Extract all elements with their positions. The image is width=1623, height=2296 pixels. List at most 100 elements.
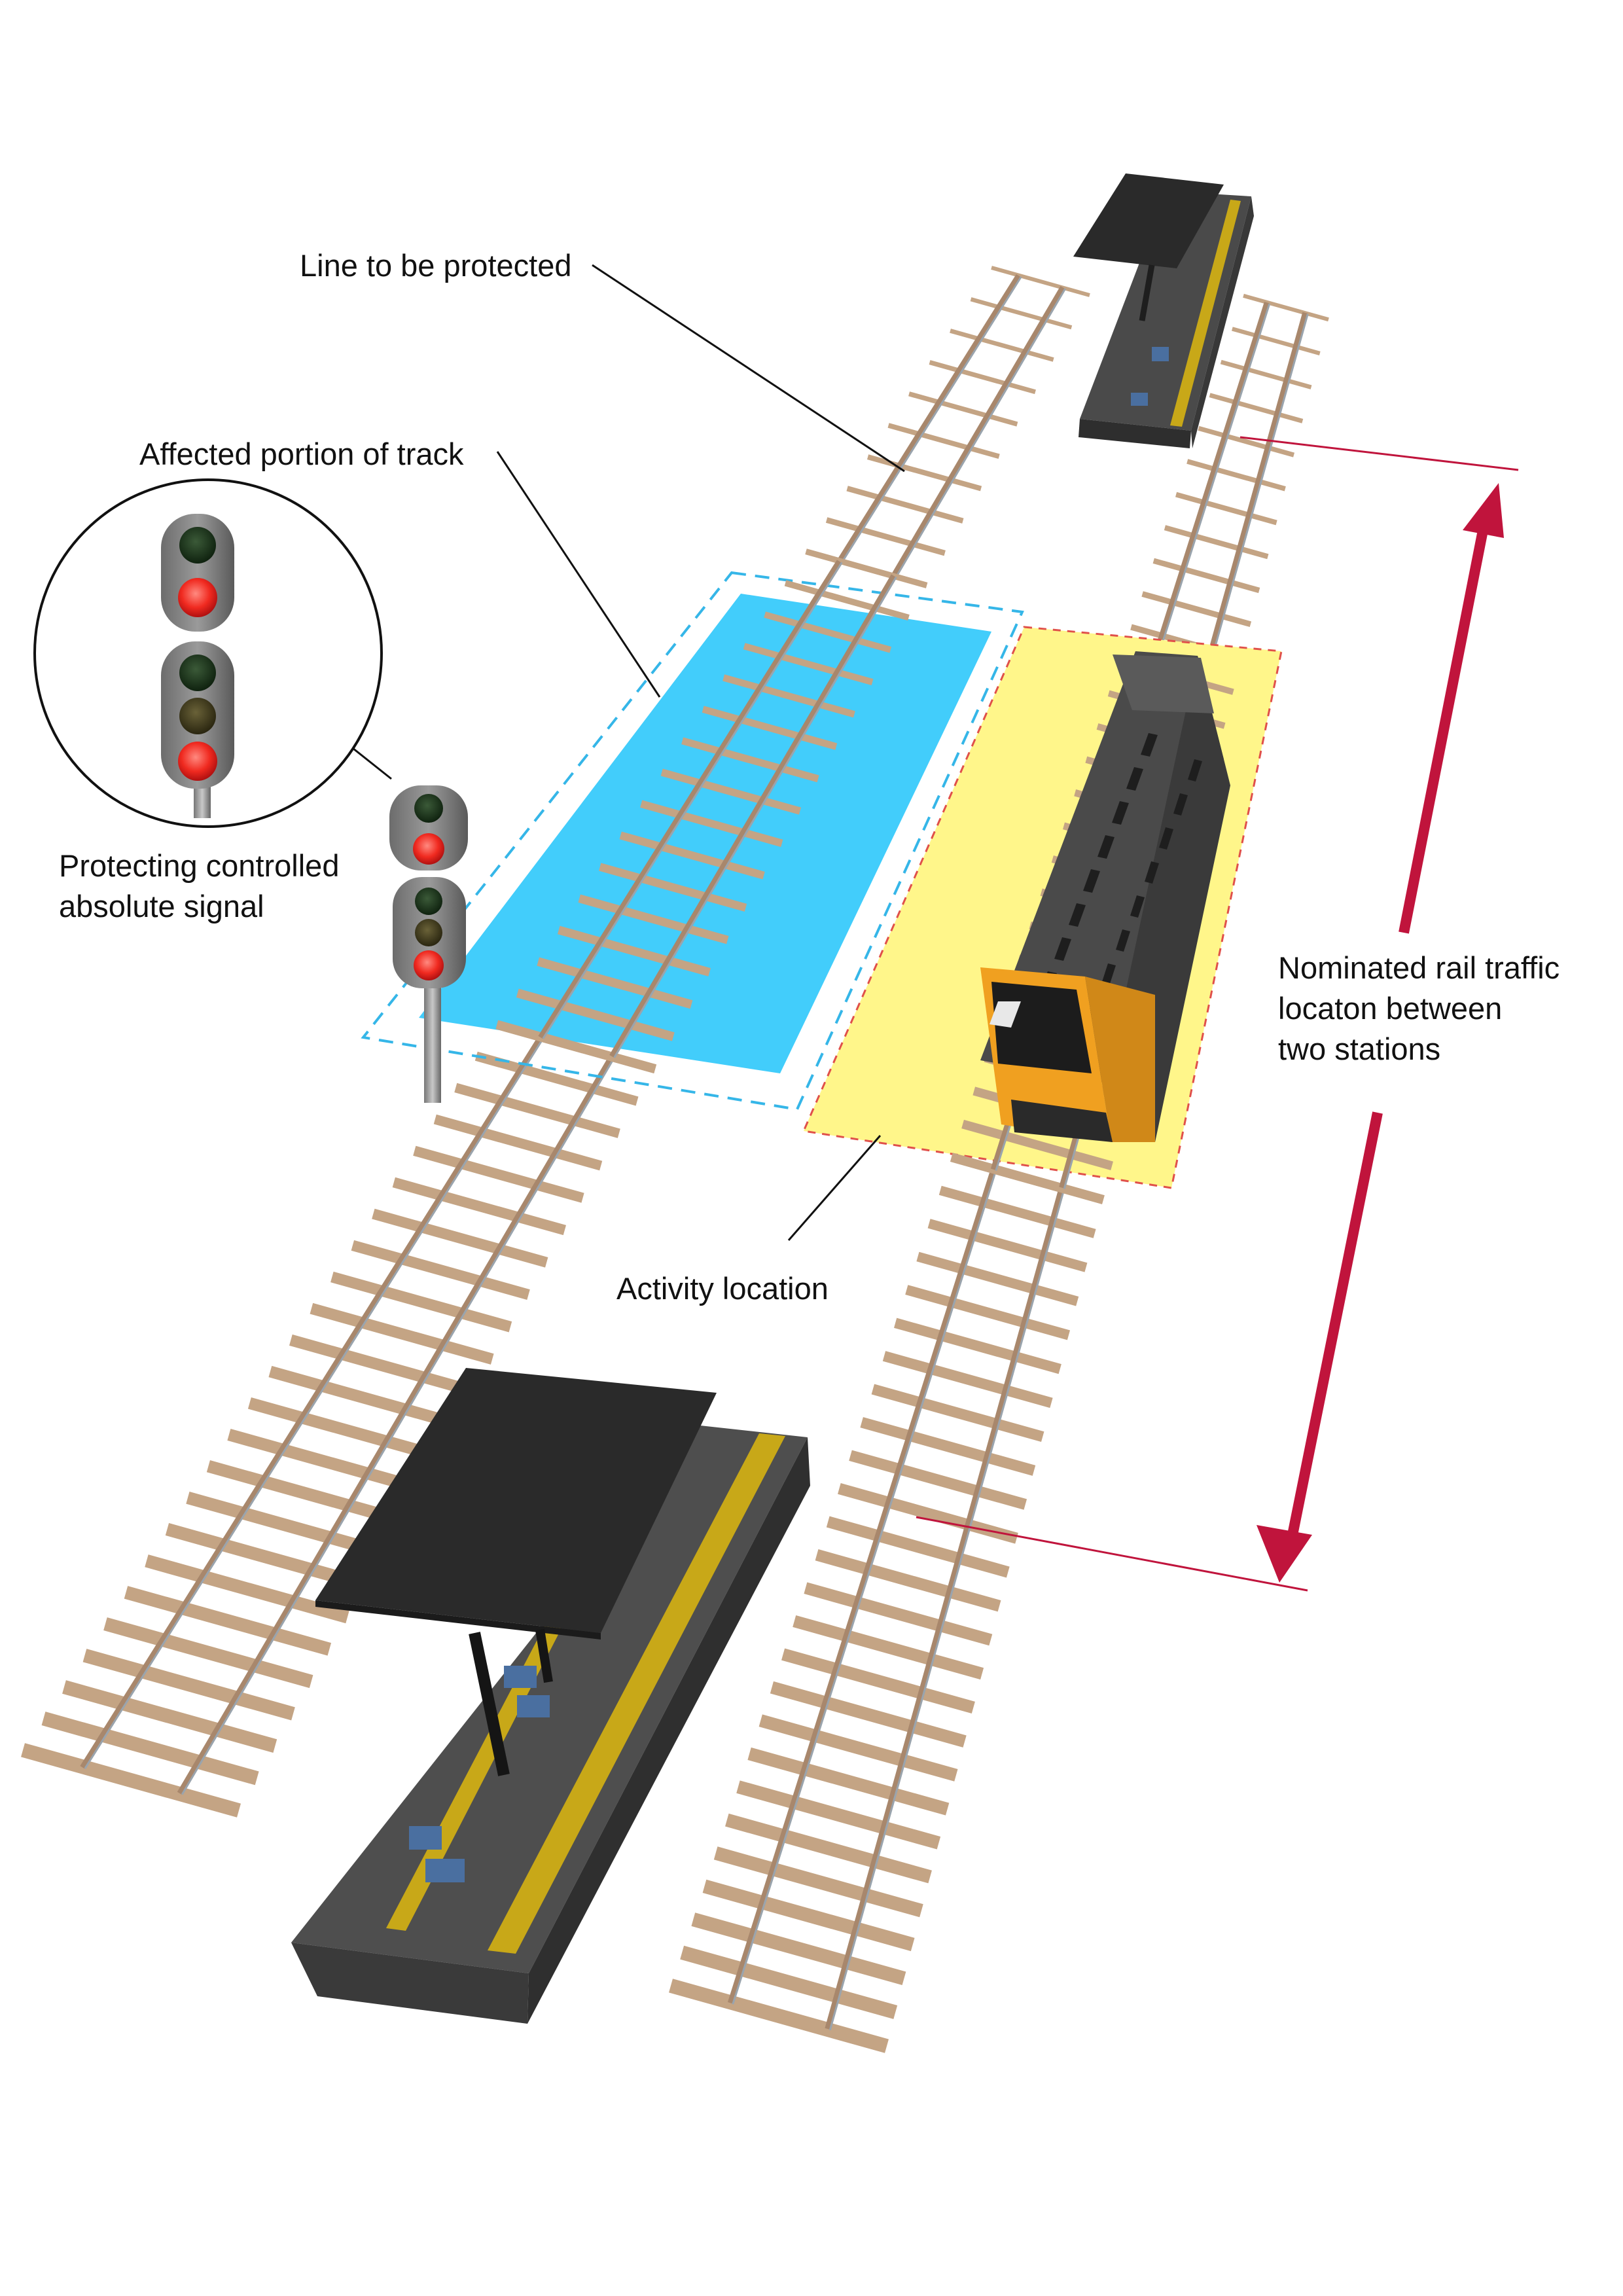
track-left-over-sleeper — [495, 1020, 657, 1074]
track-left-sleeper — [268, 1365, 458, 1429]
track-right-sleeper — [1186, 459, 1286, 492]
track-right-sleeper — [680, 1945, 898, 2019]
track-left-sleeper — [247, 1397, 440, 1462]
track-right-sleeper — [849, 1450, 1027, 1510]
track-left-over-rail-1 — [538, 560, 842, 1039]
bench-icon — [409, 1666, 550, 1882]
label-line-to-be-protected: Line to be protected — [300, 248, 572, 283]
arrow-shaft-bottom — [1287, 1111, 1383, 1536]
track-left-sleeper — [908, 391, 1018, 427]
extent-line-top — [1240, 436, 1519, 471]
track-right-over-sleeper — [950, 1153, 1105, 1204]
train-window — [1069, 903, 1086, 927]
platform-stripe-top — [1170, 200, 1241, 427]
track-right-sleeper — [1198, 425, 1295, 457]
track-left-sleeper — [454, 1083, 620, 1138]
track-left-over-sleeper — [743, 643, 874, 685]
train-window — [1116, 929, 1130, 952]
track-right-sleeper — [871, 1384, 1044, 1443]
track-right-sleeper — [736, 1780, 941, 1850]
track-left-over-sleeper — [619, 831, 765, 880]
canopy-bottom — [315, 1368, 717, 1633]
label-nominated-line2: locaton between — [1278, 991, 1503, 1026]
leader-affected-portion — [496, 451, 661, 698]
train-window — [1054, 937, 1071, 961]
track-right-sleeper — [793, 1615, 984, 1680]
track-left-sleeper — [41, 1712, 259, 1785]
extent-line-bottom — [916, 1516, 1308, 1592]
track-left-sleeper — [21, 1743, 241, 1818]
label-protecting-signal-line1: Protecting controlled — [59, 848, 340, 883]
track-left-over-rail-2 — [609, 574, 896, 1058]
track-left-over-rail-highlight-2 — [613, 576, 897, 1058]
train-window — [1112, 801, 1129, 825]
track-right-sleeper — [1243, 293, 1329, 322]
track-left-over-sleeper — [640, 800, 783, 848]
label-nominated-line1: Nominated rail traffic — [1278, 950, 1560, 985]
track-left-over-sleeper — [578, 894, 729, 944]
track-left-sleeper — [82, 1649, 295, 1721]
track-left-sleeper — [970, 297, 1073, 330]
track-left-over-sleeper — [764, 611, 892, 653]
track-right-sleeper — [1220, 359, 1312, 389]
platform-stripe-bottom-1 — [488, 1433, 785, 1954]
track-right-sleeper — [927, 1219, 1088, 1272]
track-left-over-sleeper — [557, 925, 711, 977]
track-right-sleeper — [804, 1582, 993, 1646]
track-left-sleeper — [103, 1617, 313, 1689]
label-nominated-line3: two stations — [1278, 1031, 1441, 1066]
label-protecting-signal-line2: absolute signal — [59, 889, 264, 924]
track-left-over-sleeper — [599, 863, 747, 912]
label-activity-location: Activity location — [616, 1271, 829, 1306]
track-left-sleeper — [206, 1460, 404, 1526]
track-left-sleeper — [227, 1428, 422, 1494]
track-left-over-rail-highlight-1 — [542, 562, 843, 1039]
track-right-sleeper — [702, 1879, 915, 1952]
train-icon — [980, 651, 1230, 1142]
leader-activity-location — [787, 1135, 882, 1241]
track-right-sleeper — [1231, 327, 1321, 355]
protecting-signal — [389, 785, 468, 1103]
track-left-sleeper — [929, 360, 1036, 395]
train-window — [1126, 767, 1143, 791]
leader-lines — [343, 264, 905, 1241]
track-right-sleeper — [1164, 525, 1269, 560]
track-left-over-sleeper — [702, 706, 838, 750]
track-right-sleeper — [894, 1318, 1061, 1374]
track-right-sleeper — [938, 1185, 1096, 1238]
train-window — [1173, 793, 1188, 816]
train-window — [1188, 759, 1202, 781]
track-right-sleeper — [1175, 492, 1277, 526]
label-affected-portion: Affected portion of track — [139, 437, 464, 471]
track-right-sleeper — [815, 1549, 1001, 1612]
track-right-over-sleeper — [961, 1119, 1113, 1171]
track-right-sleeper — [758, 1714, 958, 1782]
track-right-sleeper — [725, 1813, 932, 1884]
train-window — [1145, 861, 1159, 884]
track-left-sleeper — [145, 1554, 349, 1624]
track-left-over-sleeper — [516, 988, 675, 1041]
track-left-sleeper — [825, 517, 946, 556]
track-right-sleeper — [916, 1251, 1079, 1306]
nominated-extent — [916, 436, 1519, 1592]
bench-icon — [1131, 393, 1148, 406]
track-right-sleeper — [691, 1912, 906, 1986]
train-window — [1159, 827, 1173, 850]
track-left-over-sleeper — [805, 548, 928, 588]
bench-icon — [1152, 347, 1169, 361]
track-left-sleeper — [413, 1145, 584, 1203]
canopy-top — [1073, 173, 1224, 268]
train-window — [1130, 895, 1145, 918]
signal-light-icon — [161, 514, 234, 789]
track-left-over-zone — [495, 548, 928, 1074]
track-left-sleeper — [392, 1177, 567, 1236]
track-right-sleeper — [713, 1846, 923, 1918]
track-left-over-sleeper — [681, 737, 819, 783]
track-right-sleeper — [1152, 558, 1260, 594]
label-nominated-location: Nominated rail traffic locaton between t… — [1278, 948, 1560, 1069]
train-window — [1083, 869, 1100, 893]
signal-light-icon — [389, 785, 468, 988]
track-left-sleeper — [950, 329, 1054, 362]
track-left-sleeper — [846, 486, 964, 524]
